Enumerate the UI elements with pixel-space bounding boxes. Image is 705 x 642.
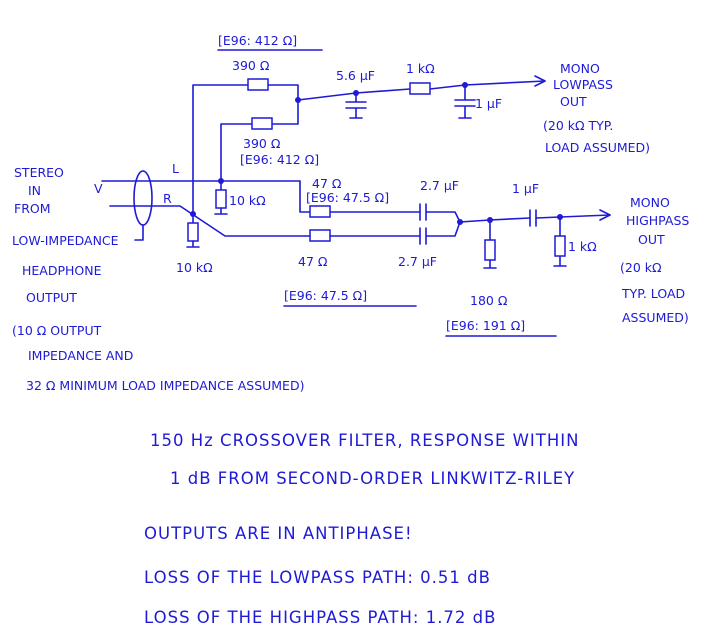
note-line-1: 150 Hz CROSSOVER FILTER, RESPONSE WITHIN [150, 431, 580, 450]
label-hp-out-2: HIGHPASS [626, 213, 689, 228]
label-c1u-highpass: 1 μF [512, 181, 539, 196]
label-v: V [94, 181, 103, 196]
note-line-4: LOSS OF THE LOWPASS PATH: 0.51 dB [144, 568, 491, 587]
label-in-3: FROM [14, 201, 51, 216]
label-in-5: HEADPHONE [22, 263, 102, 278]
label-c27-top: 2.7 μF [420, 178, 459, 193]
cap-1u-lowpass [454, 84, 476, 119]
label-c27-bottom: 2.7 μF [398, 254, 437, 269]
wire-feed-lowpass [192, 84, 299, 215]
label-l: L [172, 161, 179, 176]
label-r: R [163, 191, 172, 206]
resistor-180 [484, 239, 496, 261]
resistor-10k-a [215, 189, 227, 209]
label-e96-390b: [E96: 412 Ω] [240, 152, 319, 167]
label-hp-out-4: (20 kΩ [620, 260, 662, 275]
label-lp-out-4: (20 kΩ TYP. [543, 118, 613, 133]
label-e96-top: [E96: 412 Ω] [218, 33, 297, 48]
label-r47-bottom: 47 Ω [298, 254, 328, 269]
wire-feed-lowpass-b [220, 99, 299, 182]
arrow-lowpass-out [534, 75, 546, 87]
label-lp-out-3: OUT [560, 94, 587, 109]
label-r390-top: 390 Ω [232, 58, 270, 73]
cap-2u7-top [419, 203, 461, 223]
cap-5u6-lead [345, 92, 367, 119]
label-c1u-lowpass: 1 μF [475, 96, 502, 111]
note-line-5: LOSS OF THE HIGHPASS PATH: 1.72 dB [144, 608, 496, 627]
cap-2u7-bottom [419, 221, 461, 245]
label-hp-out-5: TYP. LOAD [621, 286, 685, 301]
resistor-10k-b [187, 222, 199, 242]
label-e96-180: [E96: 191 Ω] [446, 318, 525, 333]
resistor-47-bottom [309, 229, 331, 242]
wire-hp-main [459, 214, 611, 223]
label-in-note-3: 32 Ω MINIMUM LOAD IMPEDANCE ASSUMED) [26, 378, 304, 393]
resistor-390-top [247, 78, 269, 91]
cap-1u-highpass [529, 209, 537, 227]
wire-r1k-hp [553, 216, 567, 267]
input-wire-R [109, 205, 306, 237]
label-lp-out-5: LOAD ASSUMED) [545, 140, 650, 155]
label-r10k-a: 10 kΩ [229, 193, 266, 208]
label-r180: 180 Ω [470, 293, 508, 308]
label-hp-out-6: ASSUMED) [622, 310, 689, 325]
label-c56: 5.6 μF [336, 68, 375, 83]
label-lp-out-2: LOWPASS [553, 77, 613, 92]
resistor-390-bottom [251, 117, 273, 130]
ground-10k-b [186, 240, 200, 248]
label-in-2: IN [28, 183, 41, 198]
label-hp-out-3: OUT [638, 232, 665, 247]
wire-hp-top [299, 180, 421, 213]
label-r10k-b: 10 kΩ [176, 260, 213, 275]
label-hp-out-1: MONO [630, 195, 670, 210]
label-e96-47-top: [E96: 47.5 Ω] [306, 190, 389, 205]
stereo-cable-shield [133, 170, 153, 226]
label-lp-out-1: MONO [560, 61, 600, 76]
note-line-3: OUTPUTS ARE IN ANTIPHASE! [144, 524, 413, 543]
resistor-47-top [309, 205, 331, 218]
label-e96-47-bottom: [E96: 47.5 Ω] [284, 288, 367, 303]
label-in-4: LOW-IMPEDANCE [12, 233, 119, 248]
label-in-6: OUTPUT [26, 290, 77, 305]
wire-r180 [483, 219, 497, 269]
note-line-2: 1 dB FROM SECOND-ORDER LINKWITZ-RILEY [170, 469, 575, 488]
label-r1k-highpass: 1 kΩ [568, 239, 597, 254]
label-r47-top: 47 Ω [312, 176, 342, 191]
label-in-1: STEREO [14, 165, 64, 180]
resistor-1k-highpass [554, 235, 566, 257]
label-in-note-2: IMPEDANCE AND [28, 348, 133, 363]
arrow-highpass-out [599, 209, 611, 221]
label-r390-bottom: 390 Ω [243, 136, 281, 151]
ground-10k-a [214, 207, 228, 215]
label-r1k-lowpass: 1 kΩ [406, 61, 435, 76]
label-in-note-1: (10 Ω OUTPUT [12, 323, 102, 338]
shield-ground-lead [134, 224, 144, 241]
resistor-1k-lowpass [409, 82, 431, 95]
